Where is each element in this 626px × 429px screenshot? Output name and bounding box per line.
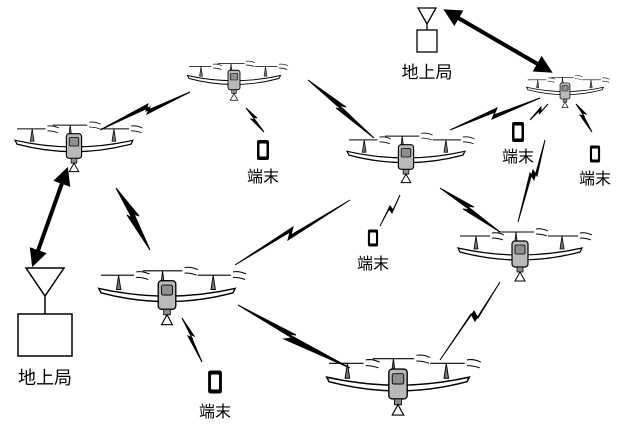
drone-2 bbox=[188, 61, 289, 100]
smartphone-icon bbox=[208, 371, 222, 394]
ground-station-label: 地上局 bbox=[18, 368, 72, 389]
terminal-label: 端末 bbox=[502, 147, 534, 166]
radio-link bbox=[116, 188, 150, 250]
terminal-label: 端末 bbox=[199, 402, 231, 421]
uplink-arrow-top bbox=[448, 12, 548, 70]
terminal-c: 端末 bbox=[579, 146, 611, 189]
smartphone-icon bbox=[590, 146, 600, 163]
terminal-d: 端末 bbox=[357, 230, 389, 274]
smartphone-icon bbox=[368, 230, 378, 247]
drone-4 bbox=[527, 75, 610, 107]
ground-station-left: 地上局 bbox=[18, 268, 72, 389]
station-box bbox=[18, 314, 72, 356]
terminal-b: 端末 bbox=[502, 122, 534, 166]
radio-link bbox=[380, 195, 400, 226]
terminal-label: 端末 bbox=[357, 254, 389, 273]
radio-link bbox=[238, 305, 350, 368]
ground-station-label: 地上局 bbox=[402, 63, 453, 83]
antenna-icon bbox=[26, 268, 64, 314]
antenna-icon bbox=[418, 8, 436, 30]
radio-link bbox=[530, 104, 548, 120]
radio-link bbox=[235, 200, 350, 265]
radio-link bbox=[576, 104, 592, 132]
drone-7 bbox=[327, 355, 481, 415]
drone-1 bbox=[15, 122, 142, 172]
radio-link bbox=[450, 98, 540, 130]
drone-3 bbox=[347, 133, 474, 183]
drone-6 bbox=[458, 229, 592, 281]
radio-link bbox=[440, 188, 500, 232]
terminal-label: 端末 bbox=[579, 169, 611, 188]
ground-station-top: 地上局 bbox=[402, 8, 453, 83]
drone-5 bbox=[99, 267, 246, 324]
smartphone-icon bbox=[512, 122, 524, 142]
terminal-e: 端末 bbox=[199, 371, 231, 422]
uplink-arrow-left bbox=[34, 172, 66, 262]
radio-link bbox=[246, 108, 264, 132]
radio-link bbox=[308, 80, 374, 138]
radio-link bbox=[100, 92, 190, 130]
smartphone-icon bbox=[257, 140, 269, 160]
radio-link bbox=[182, 318, 202, 362]
terminal-a: 端末 bbox=[247, 140, 279, 186]
radio-link bbox=[440, 282, 500, 360]
station-box bbox=[417, 30, 437, 52]
terminal-label: 端末 bbox=[247, 167, 279, 186]
